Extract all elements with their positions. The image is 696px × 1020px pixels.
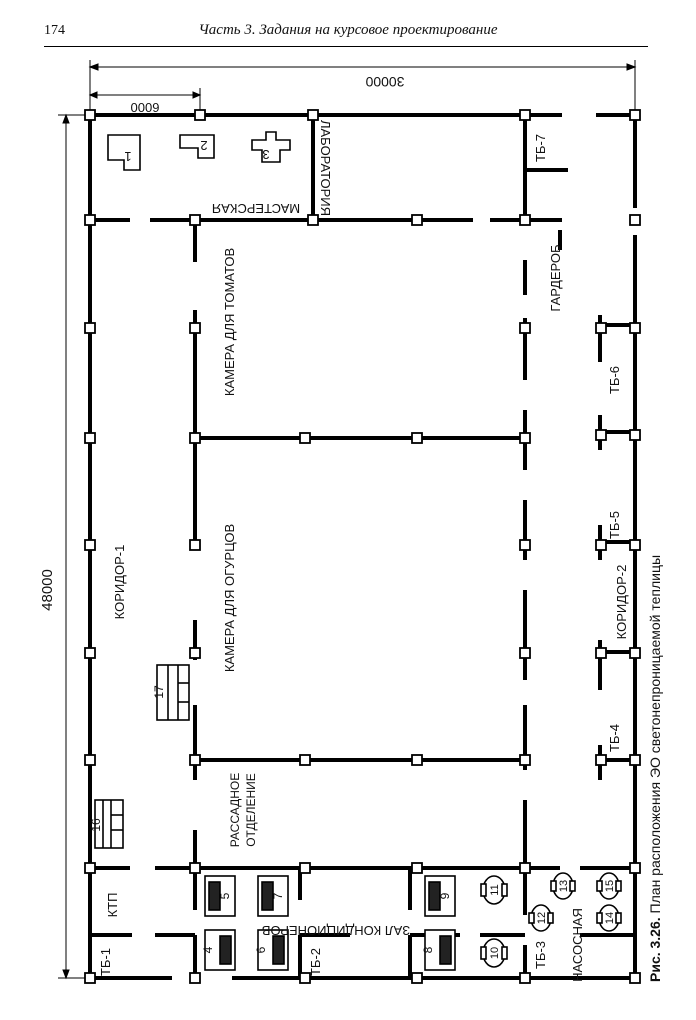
page-number: 174 — [44, 23, 65, 38]
equipment-4-label: 4 — [201, 946, 215, 953]
room-corridor2: КОРИДОР-2 — [614, 565, 629, 640]
room-tb3: ТБ-3 — [533, 941, 548, 969]
caption-text: План расположения ЭО светонепроницаемой … — [647, 555, 663, 914]
running-title: Часть 3. Задания на курсовое проектирова… — [198, 22, 498, 38]
room-tomato-chamber: КАМЕРА ДЛЯ ТОМАТОВ — [222, 248, 237, 396]
equipment-4 — [204, 929, 236, 971]
equipment-10-label: 10 — [489, 947, 501, 959]
room-cucumber-chamber: КАМЕРА ДЛЯ ОГУРЦОВ — [222, 524, 237, 672]
room-ktp: КТП — [105, 893, 120, 918]
dim-step: 6000 — [131, 100, 160, 115]
equipment-2: 2 — [179, 134, 215, 159]
room-tb7: ТБ-7 — [533, 134, 548, 162]
equipment-14 — [596, 904, 622, 932]
figure-caption: Рис. 3.26. План расположения ЭО светонеп… — [647, 555, 663, 982]
equipment-9 — [424, 875, 456, 917]
equipment-12 — [528, 904, 554, 932]
equipment-6-label: 6 — [254, 946, 268, 953]
svg-text:17: 17 — [152, 685, 166, 699]
equipment-5 — [204, 875, 236, 917]
dim-length: 48000 — [39, 569, 56, 611]
room-tb1: ТБ-1 — [98, 948, 113, 976]
room-tb2: ТБ-2 — [308, 948, 323, 976]
equipment-17: 17 — [152, 664, 190, 721]
equipment-9-label: 9 — [438, 892, 452, 899]
dim-width: 30000 — [365, 74, 404, 90]
aircon-units — [204, 875, 456, 971]
room-tb4: ТБ-4 — [607, 724, 622, 752]
room-wardrobe: ГАРДЕРОБ — [548, 244, 563, 311]
equipment-10 — [480, 938, 508, 968]
svg-text:2: 2 — [200, 138, 207, 153]
room-pump-room: НАСОСНАЯ — [570, 908, 585, 982]
equipment-6 — [257, 929, 289, 971]
svg-text:1: 1 — [124, 149, 131, 164]
equipment-7-label: 7 — [271, 892, 285, 899]
caption-label: Рис. 3.26. — [647, 917, 663, 982]
equipment-11-label: 11 — [489, 884, 501, 895]
equipment-7 — [257, 875, 289, 917]
room-tb5: ТБ-5 — [607, 511, 622, 539]
svg-text:3: 3 — [262, 147, 269, 162]
svg-text:16: 16 — [89, 818, 103, 832]
equipment-13-label: 13 — [558, 880, 570, 892]
page-header: 174 Часть 3. Задания на курсовое проекти… — [0, 0, 696, 48]
room-seedling: РАССАДНОЕ ОТДЕЛЕНИЕ — [228, 772, 258, 848]
equipment-1: 1 — [107, 134, 141, 171]
walls — [88, 113, 637, 980]
equipment-15-label: 15 — [604, 880, 616, 892]
equipment-15 — [596, 872, 622, 900]
equipment-13 — [550, 872, 576, 900]
pumps — [480, 872, 622, 968]
equipment-14-label: 14 — [604, 912, 616, 924]
room-laboratory: ЛАБОРАТОРИЯ — [318, 120, 333, 216]
room-tb6: ТБ-6 — [607, 366, 622, 394]
equipment-8 — [424, 929, 456, 971]
room-corridor1: КОРИДОР-1 — [112, 545, 127, 620]
equipment-16: 16 — [89, 799, 124, 849]
room-aircon-hall: ЗАЛ КОНДИЦИОНЕРОВ — [262, 923, 410, 938]
columns — [84, 109, 641, 984]
header-rule — [44, 46, 648, 47]
equipment-3: 3 — [251, 131, 291, 163]
equipment-12-label: 12 — [536, 912, 548, 924]
equipment-11 — [480, 875, 508, 905]
equipment-8-label: 8 — [421, 946, 435, 953]
dimension-lines — [58, 60, 637, 980]
equipment-5-label: 5 — [218, 892, 232, 899]
room-workshop: МАСТЕРСКАЯ — [212, 201, 300, 216]
